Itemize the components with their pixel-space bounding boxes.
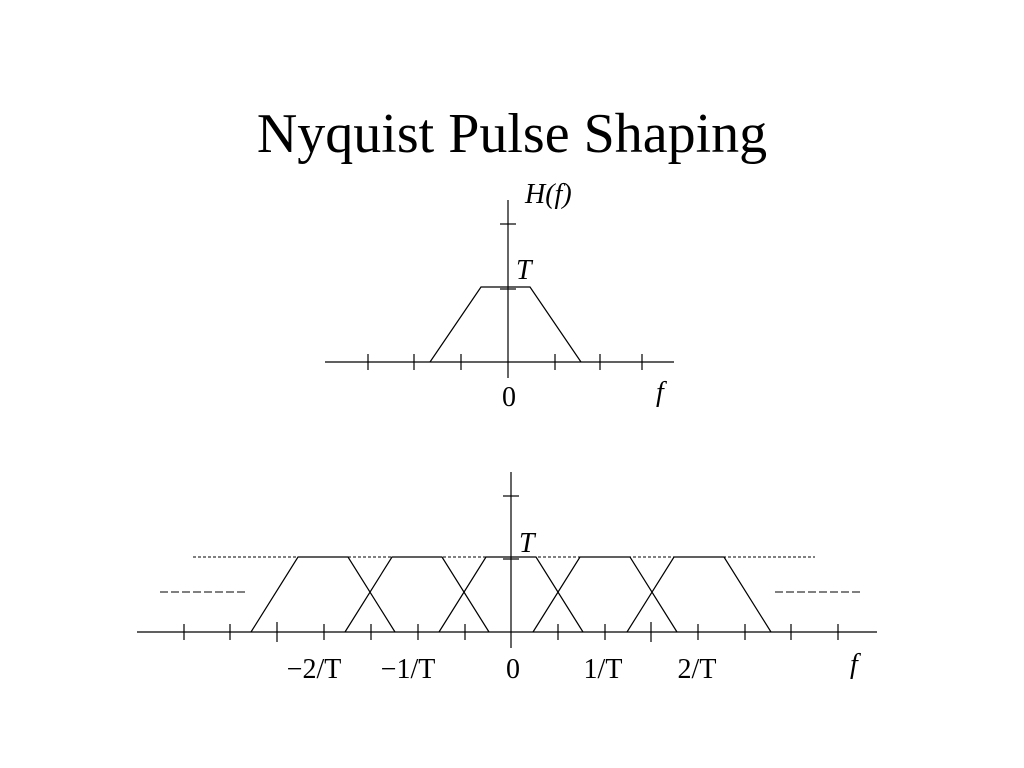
bottom-tick-label-1-over-T: 1/T [584,654,623,685]
bottom-x-axis-label: f [850,649,861,680]
top-y-axis-label: H(f) [524,179,572,210]
shifted-spectrum-copy-4 [626,556,772,633]
bottom-tick-label-zero: 0 [506,654,520,685]
top-x-axis-label: f [656,377,667,408]
bottom-shifted-spectra [250,556,772,633]
slide-title: Nyquist Pulse Shaping [256,103,768,165]
bottom-plot [137,472,877,648]
shifted-spectrum-copy-0 [250,556,396,633]
top-origin-label: 0 [502,382,516,413]
shifted-spectrum-copy-3 [532,556,678,633]
shifted-spectrum-copy-1 [344,556,490,633]
bottom-tick-label-2-over-T: 2/T [678,654,717,685]
bottom-x-ticks [183,622,839,642]
top-plot [325,200,674,378]
top-spectrum-curve [429,286,582,363]
shifted-spectrum-copy-2 [438,556,584,633]
bottom-level-label: T [519,528,537,559]
top-level-label: T [516,255,534,286]
bottom-tick-label-minus-2-over-T: −2/T [287,654,342,685]
bottom-tick-label-minus-1-over-T: −1/T [381,654,436,685]
